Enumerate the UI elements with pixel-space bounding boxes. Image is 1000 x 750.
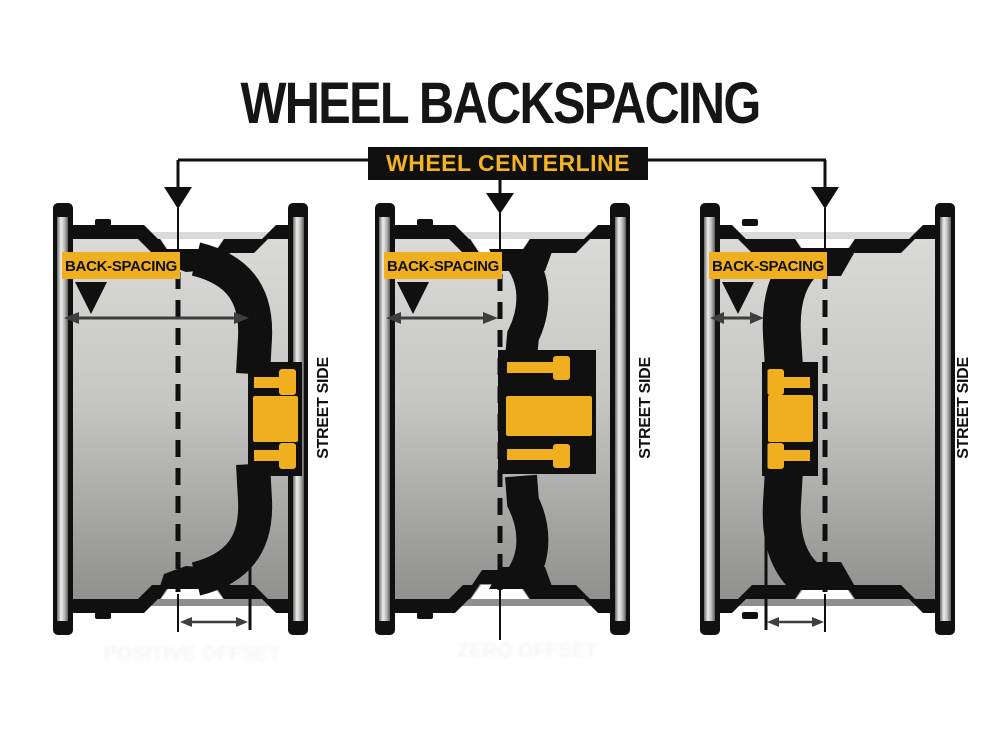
- back-spacing-arrow: [710, 312, 764, 324]
- spoke-lower: [762, 468, 820, 594]
- lug-stud-top-head: [553, 356, 570, 380]
- lug-stud-bottom: [782, 450, 810, 461]
- spoke-lower: [191, 463, 273, 596]
- back-spacing-label-bg: [384, 252, 502, 279]
- lug-stud-bottom-head: [553, 444, 570, 468]
- valve-nub-bottom: [742, 612, 758, 619]
- spoke-upper: [191, 242, 273, 375]
- street-side-label: STREET SIDE: [315, 357, 332, 459]
- back-spacing-label-bg: [709, 252, 827, 279]
- lug-stud-bottom: [254, 450, 282, 461]
- lug-stud-bottom-head: [279, 443, 296, 469]
- back-spacing-pointer: [397, 282, 429, 314]
- arrow-down-right: [811, 187, 839, 209]
- ghost-caption: ZERO OFFSET: [457, 640, 597, 662]
- ghost-caption: POSITIVE OFFSET: [104, 643, 281, 665]
- rim-flange-left-face: [379, 217, 390, 621]
- rim-barrel-bottom: [393, 570, 612, 613]
- wheel-zero-offset: BACK-SPACING STREET SIDE ZERO OFFSET: [375, 203, 654, 662]
- lug-stud-top: [782, 377, 810, 388]
- wheel-centerline-bracket: WHEEL CENTERLINE: [164, 147, 839, 214]
- hub: [253, 396, 298, 442]
- lug-stud-top: [254, 377, 282, 388]
- back-spacing-arrow: [64, 312, 249, 324]
- valve-nub-bottom: [417, 612, 433, 619]
- back-spacing-pointer: [75, 282, 107, 314]
- rim-flange-left-face: [57, 217, 68, 621]
- back-spacing-arrow: [386, 312, 498, 324]
- back-spacing-label: BACK-SPACING: [387, 258, 499, 275]
- lug-stud-top-head: [767, 369, 784, 395]
- street-side-label: STREET SIDE: [637, 357, 654, 459]
- back-spacing-label: BACK-SPACING: [712, 258, 824, 275]
- rim-barrel-top: [393, 225, 612, 268]
- wheel-negative-offset: BACK-SPACING STREET SIDE: [700, 203, 972, 635]
- back-spacing-label-bg: [62, 252, 180, 279]
- back-spacing-label: BACK-SPACING: [65, 258, 177, 275]
- spoke-lower: [505, 474, 549, 589]
- rim-flange-right-face: [940, 217, 951, 621]
- rim-barrel-bottom: [71, 570, 290, 613]
- rim-flange-left-face: [704, 217, 715, 621]
- wheel-positive-offset: BACK-SPACING STREET SIDE POSITIVE OFFSET: [53, 203, 332, 665]
- street-side-label: STREET SIDE: [955, 357, 972, 459]
- hub: [768, 395, 813, 442]
- back-spacing-pointer: [722, 282, 754, 314]
- page-title: WHEEL BACKSPACING: [240, 71, 761, 136]
- offset-arrow: [180, 617, 248, 627]
- valve-nub-bottom: [95, 612, 111, 619]
- rim-barrel-top: [71, 225, 290, 268]
- lug-stud-top-head: [279, 369, 296, 395]
- arrow-down-left: [164, 187, 192, 209]
- valve-nub-top: [95, 219, 111, 226]
- valve-nub-top: [742, 219, 758, 226]
- rim-flange-right-face: [615, 217, 626, 621]
- rim-barrel-body: [720, 232, 937, 606]
- offset-arrow: [767, 617, 824, 627]
- valve-nub-top: [417, 219, 433, 226]
- centerline-label: WHEEL CENTERLINE: [386, 150, 630, 176]
- spoke-upper: [505, 249, 549, 360]
- hub: [506, 396, 592, 436]
- lug-stud-top: [507, 362, 555, 373]
- lug-stud-bottom: [507, 449, 555, 460]
- arrow-down-center: [486, 193, 514, 214]
- centerline-label-box: [368, 147, 648, 180]
- lug-stud-bottom-head: [767, 443, 784, 469]
